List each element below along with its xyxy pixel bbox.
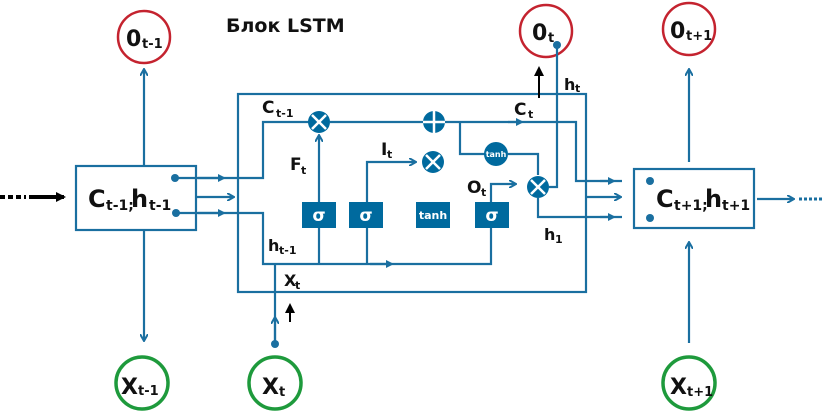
label-f-t-sub: t	[301, 164, 306, 177]
cell-line-2	[445, 120, 622, 183]
prev-state-h-sub: t-1	[149, 198, 171, 214]
label-f-t: F t	[290, 155, 306, 177]
x-t-dot	[271, 340, 279, 348]
output-gate: σ	[475, 202, 509, 228]
label-h-t-base: h	[564, 75, 575, 94]
prev-state-c-sub: t-1;	[106, 198, 134, 214]
prev-state-h: h	[131, 185, 148, 213]
label-o-t-base: O	[467, 178, 481, 198]
output-gate-label: σ	[485, 206, 498, 226]
label-x-t-sub: t	[295, 279, 300, 292]
input-gate-label: σ	[359, 206, 372, 226]
output-gate-wire	[489, 184, 515, 203]
candidate-gate: tanh	[416, 202, 450, 228]
label-c-t-base: C	[514, 100, 526, 120]
next-state-c-sub: t+1;	[674, 198, 708, 214]
label-h-1-base: h	[544, 225, 555, 244]
candidate-gate-label: tanh	[419, 209, 447, 222]
input-current-base: X	[262, 375, 279, 400]
label-o-t: O t	[467, 178, 486, 199]
h1-wire	[536, 198, 622, 219]
output-prev-sub: t-1	[142, 37, 163, 52]
label-h-prev-base: h	[268, 236, 279, 255]
input-multiply-op	[422, 151, 444, 173]
output-next-sub: t+1	[686, 29, 712, 44]
label-i-t-sub: t	[387, 148, 392, 161]
output-current-base: 0	[532, 21, 547, 46]
h-t-wire	[549, 45, 559, 189]
cell-tanh-op: tanh	[484, 142, 508, 166]
tanh-to-mult-wire	[508, 152, 540, 175]
label-o-t-sub: t	[481, 186, 486, 199]
label-h-1-sub: 1	[555, 233, 563, 246]
input-node-prev: X t-1	[114, 355, 170, 411]
lstm-block-frame	[236, 92, 588, 294]
input-node-current: X t	[247, 355, 303, 411]
h-prev-wire	[176, 211, 493, 266]
output-node-next: 0 t+1	[661, 1, 717, 57]
label-c-prev: C t-1	[262, 98, 293, 120]
next-state-h-sub: t+1	[722, 198, 750, 214]
input-current-sub: t	[279, 385, 285, 400]
next-state-box: C t+1; h t+1	[632, 167, 756, 230]
input-next-base: X	[670, 375, 687, 400]
label-c-prev-base: C	[262, 98, 274, 118]
output-node-prev: 0 t-1	[116, 9, 172, 65]
label-x-t: X t	[284, 271, 300, 292]
input-next-sub: t+1	[687, 385, 713, 400]
input-gate: σ	[349, 202, 383, 228]
next-state-c: C	[656, 185, 674, 213]
cell-tanh-label: tanh	[486, 150, 507, 159]
input-prev-sub: t-1	[138, 384, 159, 399]
label-c-t-sub: t	[528, 108, 533, 121]
label-h-t-sub: t	[575, 82, 580, 95]
label-h-prev-sub: t-1	[279, 244, 296, 257]
forget-gate: σ	[302, 202, 336, 228]
output-multiply-op	[527, 176, 549, 198]
label-h-prev: h t-1	[268, 236, 296, 257]
label-i-t: I t	[381, 140, 392, 161]
label-c-prev-sub: t-1	[276, 107, 293, 120]
h-t-dot	[553, 41, 561, 49]
next-state-h: h	[705, 185, 722, 213]
prev-state-c: C	[88, 185, 106, 213]
input-node-next: X t+1	[661, 355, 717, 411]
output-next-base: 0	[670, 19, 685, 44]
forget-gate-label: σ	[312, 206, 325, 226]
output-current-sub: t	[548, 31, 554, 46]
label-c-t: C t	[514, 100, 533, 121]
label-x-t-base: X	[284, 271, 297, 290]
label-i-t-base: I	[381, 140, 387, 160]
label-h-t: h t	[564, 75, 580, 95]
input-prev-base: X	[121, 375, 138, 400]
label-f-t-base: F	[290, 155, 302, 175]
output-prev-base: 0	[126, 27, 141, 52]
forget-multiply-op	[308, 111, 330, 133]
prev-state-box: C t-1; h t-1	[74, 164, 198, 232]
cell-add-op	[423, 111, 445, 133]
tanh-branch-wire	[458, 122, 485, 156]
diagram-title: Блок LSTM	[226, 15, 345, 37]
input-wire	[365, 162, 415, 264]
output-node-current: 0 t	[518, 3, 574, 59]
label-h-1: h 1	[544, 225, 563, 246]
